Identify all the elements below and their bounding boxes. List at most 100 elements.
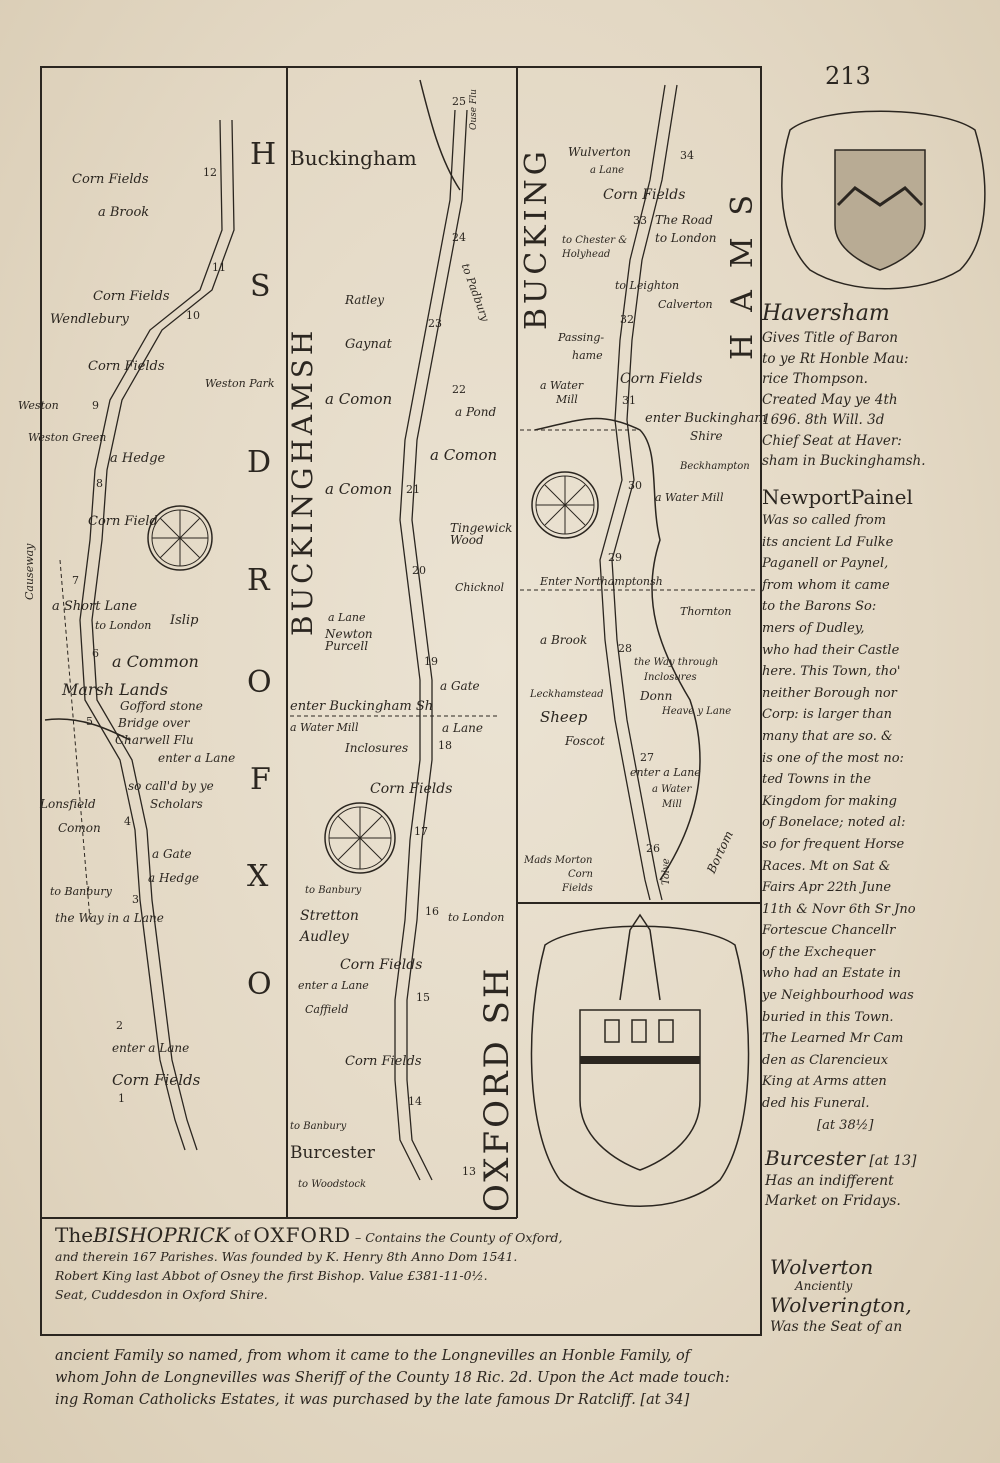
mile-marker: 29 (608, 551, 622, 564)
note-line: rice Thompson. (762, 371, 868, 387)
map-label: Corn Field (88, 514, 158, 529)
map-label: Corn Fields (88, 359, 165, 374)
road-strip3-edge (611, 84, 678, 901)
mile-marker: 19 (424, 655, 438, 668)
map-label: a Hedge (148, 871, 199, 885)
wolverton-note: Wolverton Anciently Wolverington, Was th… (770, 1256, 912, 1338)
note-line: neither Borough nor (762, 685, 897, 701)
map-label: Scholars (150, 797, 203, 811)
map-label: Sheep (540, 708, 588, 726)
mile-marker: 24 (452, 231, 466, 244)
mile-marker: 12 (203, 166, 217, 179)
map-label: Corn Fields (603, 187, 686, 203)
note-line: Has an indifferent (765, 1173, 894, 1189)
map-label: The Road (655, 213, 713, 227)
note-line: here. This Town, tho' (762, 664, 901, 680)
map-label: Mill (662, 799, 682, 810)
map-label: a Lane (590, 165, 625, 176)
road-strip2 (394, 109, 456, 1181)
note-line: sham in Buckinghamsh. (762, 453, 926, 469)
map-label: a Pond (455, 405, 497, 419)
note-line: its ancient Ld Fulke (762, 534, 894, 550)
map-label: Marsh Lands (62, 680, 169, 699)
haversham-note: Haversham Gives Title of Baron to ye Rt … (762, 300, 926, 472)
map-label: to Woodstock (298, 1179, 367, 1190)
wolverton-anciently: Anciently (795, 1279, 853, 1293)
compass-rose (324, 802, 396, 874)
map-label: Weston Park (205, 377, 275, 390)
map-label: Shire (690, 429, 723, 443)
map-label: Corn Fields (340, 957, 423, 973)
note-line: many that are so. & (762, 728, 893, 744)
mile-marker: 8 (96, 477, 103, 490)
map-label: a Hedge (110, 451, 166, 466)
map-label: Caffield (305, 1003, 349, 1016)
map-label: hame (572, 349, 603, 362)
note-line: so for frequent Horse (762, 836, 905, 852)
map-label: Ouse Flu (469, 89, 479, 130)
map-label: Lonsfield (40, 797, 96, 811)
map-label: a Lane (442, 721, 483, 735)
note-line: from whom it came (762, 577, 890, 593)
map-label: Stretton Audley (300, 908, 359, 945)
map-label: enter a Lane (298, 979, 369, 992)
map-label: Gaynat (345, 337, 392, 352)
map-label: Corn Fields (620, 371, 703, 387)
bishopric-the: The (55, 1223, 94, 1247)
river-charwell (44, 718, 131, 741)
map-label: a Gate (152, 847, 192, 861)
mile-marker: 25 (452, 95, 466, 108)
wolverton-old-name: Wolverington, (770, 1293, 912, 1317)
map-label: Corn (568, 869, 593, 880)
mile-marker: 34 (680, 149, 694, 162)
mile-marker: 17 (414, 825, 428, 838)
compass-rose (147, 505, 213, 571)
map-label: a Water (540, 379, 584, 392)
road-strip3 (599, 84, 666, 901)
county-letter: H (250, 137, 279, 172)
note-line: ted Towns in the (762, 772, 872, 788)
map-label: Chicknol (455, 581, 505, 594)
map-label: to London (448, 911, 505, 924)
map-label: to Leighton (615, 279, 680, 292)
road-strip1-edge (91, 119, 235, 1151)
map-label: Thornton (680, 605, 732, 618)
map-label: to London (95, 619, 152, 632)
bishopric-of: of (233, 1227, 250, 1246)
mile-marker: 18 (438, 739, 452, 752)
note-line: The Learned Mr Cam (762, 1031, 904, 1047)
town-label: Buckingham (290, 146, 417, 170)
map-label: Foscot (565, 734, 605, 748)
mile-marker: 20 (412, 564, 426, 577)
mile-marker: 21 (406, 483, 420, 496)
note-line: to ye Rt Honble Mau: (762, 350, 909, 367)
note-line: Fairs Apr 22th June (762, 880, 892, 896)
note-line: Market on Fridays. (765, 1193, 901, 1209)
note-line: Races. Mt on Sat & (762, 858, 891, 874)
map-label: Islip (170, 613, 199, 628)
mile-marker: 32 (620, 313, 634, 326)
county-letter: O (247, 665, 274, 700)
note-line: Created May ye 4th (762, 391, 898, 408)
outer-frame (40, 66, 762, 1336)
note-line: Was so called from (762, 513, 887, 528)
mile-marker: 11 (212, 261, 226, 274)
note-line: buried in this Town. (762, 1009, 894, 1025)
map-label: Corn Fields (93, 289, 170, 304)
map-label: to Chester & (562, 235, 628, 246)
map-label: Newton Purcell (325, 627, 373, 653)
map-label: Corn Fields (72, 172, 149, 187)
map-label: Wulverton (568, 145, 631, 159)
map-label: Wendlebury (50, 312, 129, 327)
page-number: 213 (825, 62, 871, 90)
map-label: a Lane (328, 611, 366, 624)
note-line: to the Barons So: (762, 599, 877, 615)
mile-marker: 31 (622, 394, 636, 407)
note-line: Gives Title of Baron (762, 330, 898, 346)
mile-marker: 6 (92, 647, 99, 660)
note-line: ye Neighbourhood was (762, 988, 914, 1004)
map-label: to London (655, 231, 717, 245)
note-line: of Bonelace; noted al: (762, 815, 906, 831)
mile-marker: 28 (618, 642, 632, 655)
